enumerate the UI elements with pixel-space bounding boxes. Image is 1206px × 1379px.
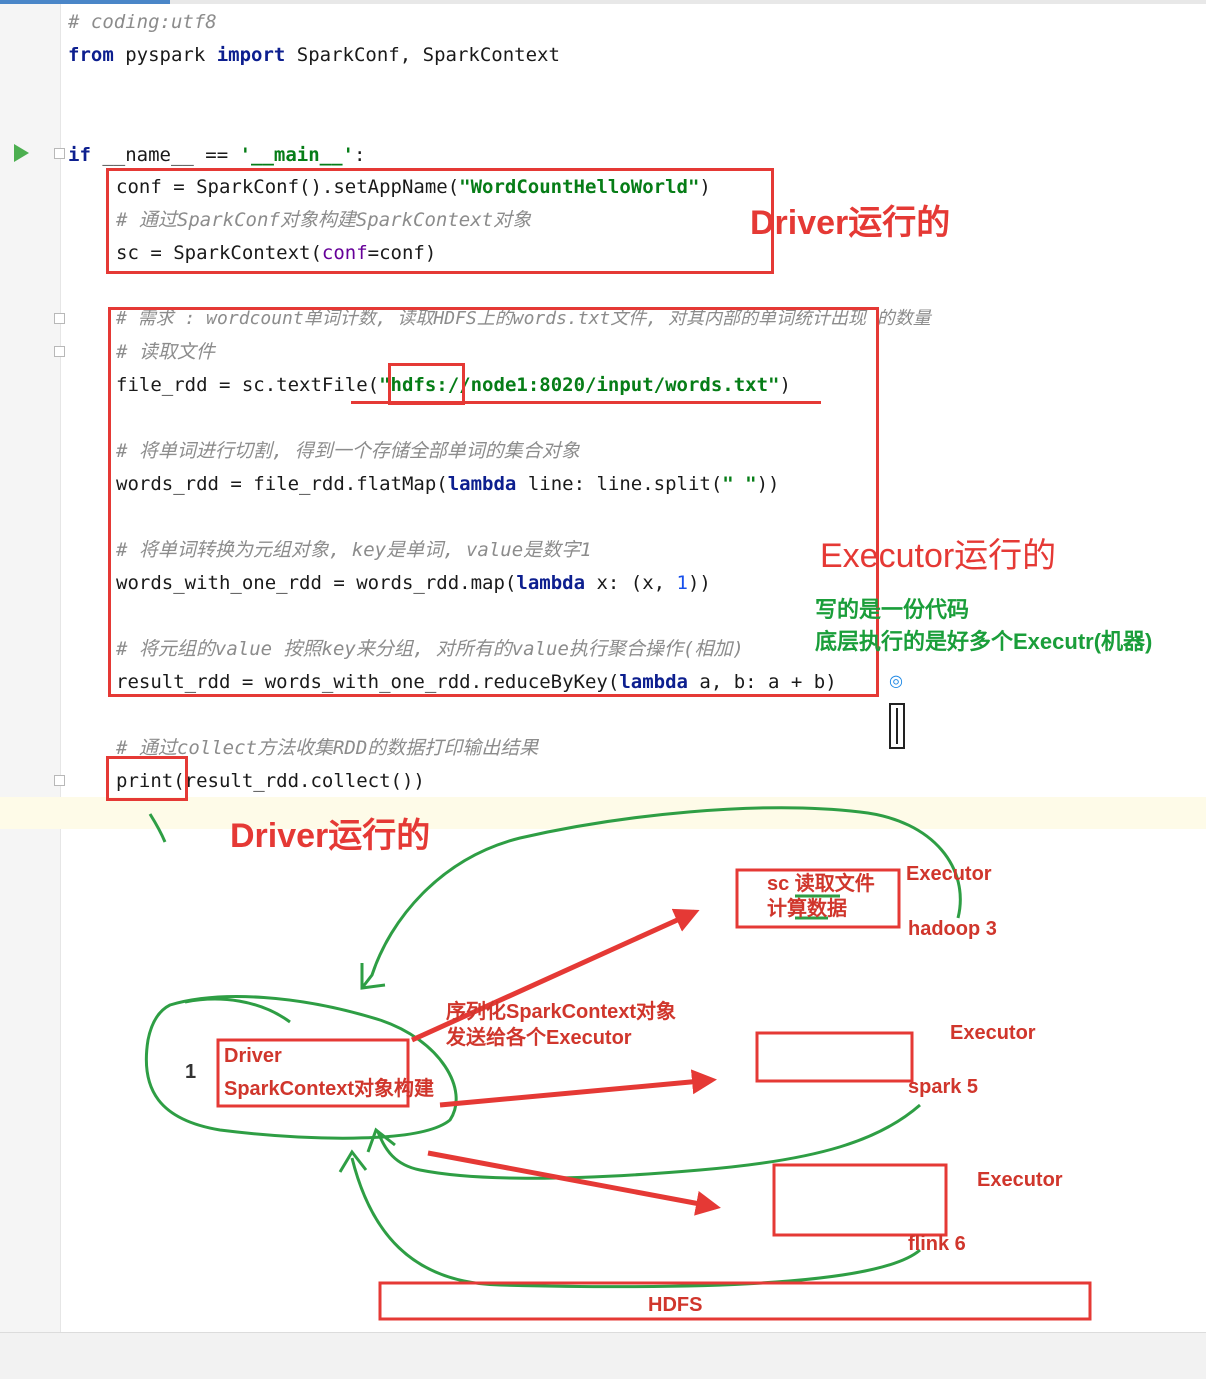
app-name-string: "WordCountHelloWorld": [459, 176, 700, 198]
code-comment-group[interactable]: # 将元组的value 按照key来分组, 对所有的value执行聚合操作(相加…: [116, 638, 744, 660]
code-comment-collect[interactable]: # 通过collect方法收集RDD的数据打印输出结果: [116, 737, 539, 759]
code-line-file-rdd[interactable]: file_rdd = sc.textFile("hdfs://node1:802…: [116, 373, 791, 397]
exec1-label: Executor: [906, 863, 992, 885]
code-text: )): [756, 473, 780, 495]
serialize-label-1: 序列化SparkContext对象: [446, 1001, 677, 1023]
green-return-arrow-3: [350, 1157, 921, 1289]
space-string: " ": [722, 473, 757, 495]
code-text: =conf): [367, 242, 437, 264]
import-names: SparkConf, SparkContext: [285, 44, 560, 66]
hdfs-underline: [351, 401, 821, 404]
red-arrow-to-exec2: [439, 1069, 717, 1108]
keyword-lambda: lambda: [516, 572, 586, 594]
print-highlight-box: [106, 756, 188, 801]
code-line-print[interactable]: print(result_rdd.collect()): [116, 770, 425, 792]
active-tab-indicator[interactable]: [0, 0, 170, 4]
code-text: ): [779, 374, 791, 396]
node-number: 1: [185, 1061, 197, 1083]
code-line-import[interactable]: from pyspark import SparkConf, SparkCont…: [68, 43, 560, 67]
dunder-name: __name__ ==: [90, 144, 240, 166]
serialize-label-2: 发送给各个Executor: [446, 1027, 632, 1049]
code-text: file_rdd = sc.textFile(: [116, 374, 380, 396]
colon: :: [354, 144, 366, 166]
code-text: words_with_one_rdd = words_rdd.map(: [116, 572, 517, 594]
exec2-label: Executor: [950, 1022, 1036, 1044]
status-bar: [0, 1332, 1206, 1379]
hdfs-label: HDFS: [648, 1294, 703, 1316]
keyword-if: if: [68, 144, 91, 166]
green-loop-head: [360, 963, 386, 990]
module-name: pyspark: [113, 44, 217, 66]
driver-box: [216, 1038, 410, 1108]
code-comment-split[interactable]: # 将单词进行切割, 得到一个存储全部单词的集合对象: [116, 440, 580, 462]
code-line-if-main[interactable]: if __name__ == '__main__':: [68, 143, 365, 167]
main-string: '__main__': [239, 144, 354, 166]
code-line-coding[interactable]: # coding:utf8: [68, 11, 217, 33]
green-note-line2: 底层执行的是好多个Executr(机器): [815, 629, 1153, 654]
executor-box-2: [755, 1031, 914, 1083]
code-text: line: line.split(: [516, 473, 723, 495]
hdfs-path-string: "hdfs://node1:8020/input/words.txt": [379, 374, 780, 396]
red-arrow-to-exec1: [410, 908, 700, 1043]
driver-green-circle-overlap: [184, 997, 291, 1024]
green-return-head-2: [366, 1127, 396, 1153]
line-gutter: [0, 4, 61, 1332]
code-line-conf[interactable]: conf = SparkConf().setAppName("WordCount…: [116, 175, 711, 199]
driver-run-label-bottom: Driver运行的: [230, 817, 431, 855]
code-comment-tuple[interactable]: # 将单词转换为元组对象, key是单词, value是数字1: [116, 539, 592, 561]
swirl-icon: ◎: [889, 671, 903, 690]
code-text: )): [687, 572, 711, 594]
code-text: result_rdd = words_with_one_rdd.reduceBy…: [116, 671, 620, 693]
fold-icon[interactable]: [54, 775, 65, 786]
number-literal: 1: [676, 572, 688, 594]
red-arrow-to-exec3: [427, 1150, 721, 1216]
keyword-lambda: lambda: [447, 473, 517, 495]
exec3-host: flink 6: [908, 1233, 966, 1255]
executor-run-label: Executor运行的: [820, 537, 1057, 575]
code-text: sc = SparkContext(: [116, 242, 322, 264]
exec2-host: spark 5: [908, 1076, 979, 1098]
text-cursor-icon: [889, 703, 905, 749]
run-icon[interactable]: [14, 144, 29, 162]
green-loop-arrow: [360, 806, 962, 989]
keyword-from: from: [68, 44, 114, 66]
keyword-lambda: lambda: [619, 671, 688, 693]
code-comment-requirement[interactable]: # 需求 : wordcount单词计数, 读取HDFS上的words.txt文…: [116, 308, 931, 329]
exec1-task-line2: 计算数据: [767, 898, 847, 920]
driver-green-circle: [144, 995, 458, 1140]
exec3-label: Executor: [977, 1169, 1063, 1191]
code-line-result-rdd[interactable]: result_rdd = words_with_one_rdd.reduceBy…: [116, 670, 837, 694]
driver-run-label-top: Driver运行的: [750, 204, 951, 242]
green-return-arrow-2: [376, 1103, 921, 1180]
code-text: conf = SparkConf().setAppName(: [116, 176, 460, 198]
green-note-line1: 写的是一份代码: [815, 597, 970, 622]
fold-icon[interactable]: [54, 346, 65, 357]
executor-box-3: [772, 1163, 948, 1237]
code-text: x: (x,: [585, 572, 677, 594]
code-comment-sc[interactable]: # 通过SparkConf对象构建SparkContext对象: [116, 209, 532, 231]
driver-sparkcontext-label: SparkContext对象构建: [224, 1078, 435, 1100]
code-text: words_rdd = file_rdd.flatMap(: [116, 473, 448, 495]
exec1-task-line1: sc 读取文件: [767, 873, 875, 895]
fold-icon[interactable]: [54, 313, 65, 324]
code-line-words-rdd[interactable]: words_rdd = file_rdd.flatMap(lambda line…: [116, 472, 780, 496]
param-conf: conf: [321, 242, 368, 264]
code-comment-read[interactable]: # 读取文件: [116, 341, 215, 363]
code-text: a, b: a + b): [687, 671, 837, 693]
code-line-words-with-one[interactable]: words_with_one_rdd = words_rdd.map(lambd…: [116, 571, 711, 595]
hdfs-box: [378, 1281, 1092, 1321]
green-return-head-3: [338, 1149, 368, 1173]
code-text: ): [699, 176, 711, 198]
executor-box-1: [735, 868, 901, 929]
keyword-import: import: [216, 44, 286, 66]
driver-code-box: [106, 168, 774, 274]
exec1-host: hadoop 3: [908, 918, 997, 940]
executor-code-box: [108, 307, 879, 697]
green-tick-mark: [148, 813, 167, 843]
fold-icon[interactable]: [54, 148, 65, 159]
driver-label: Driver: [224, 1045, 282, 1067]
editor-tab-bar: [0, 0, 1206, 4]
code-line-sc[interactable]: sc = SparkContext(conf=conf): [116, 241, 436, 265]
